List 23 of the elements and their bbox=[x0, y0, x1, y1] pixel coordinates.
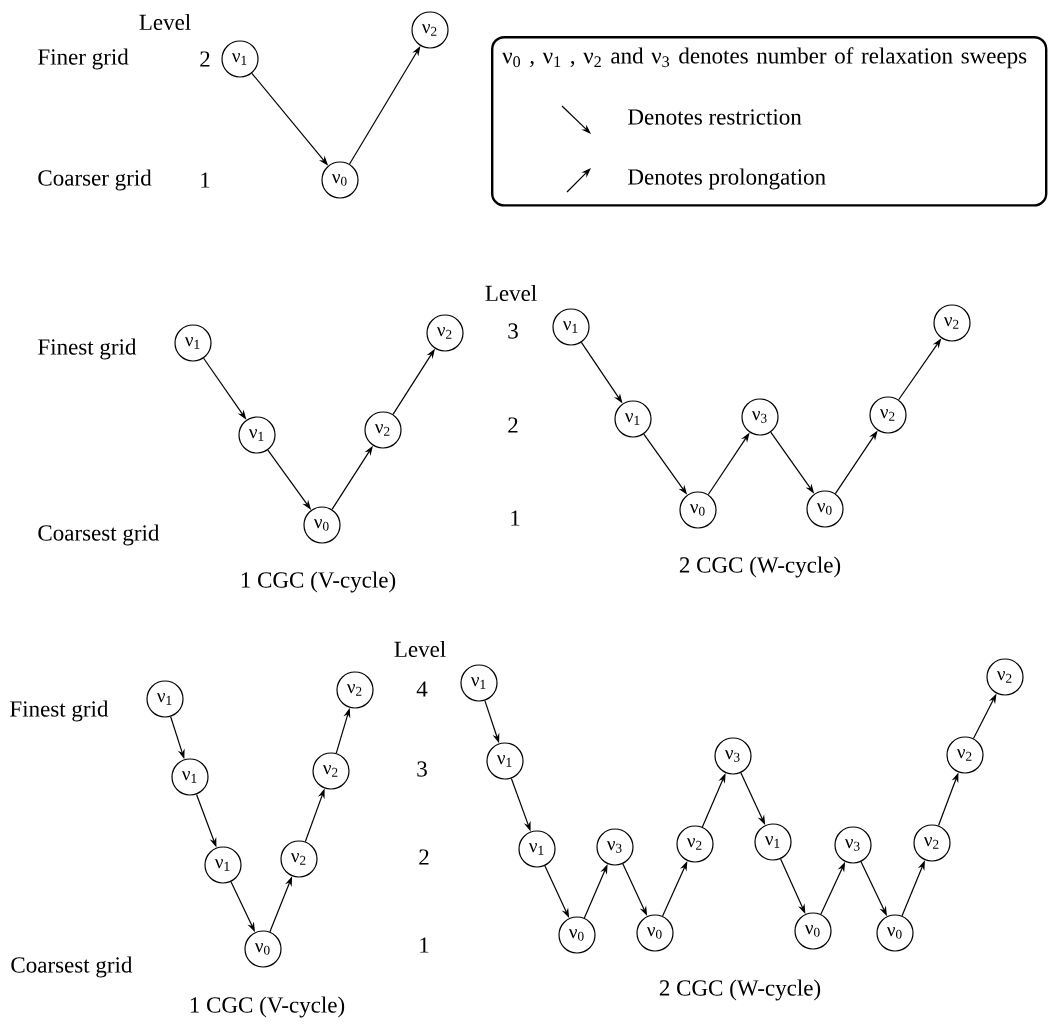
level-label: 2 bbox=[508, 417, 518, 433]
level-label: Finest grid bbox=[38, 338, 137, 360]
level-label: Level bbox=[139, 13, 191, 31]
level-label: Finer grid bbox=[38, 48, 129, 70]
level-label: 1 CGC (V-cycle) bbox=[241, 571, 396, 593]
level-label: 2 bbox=[419, 849, 429, 865]
level-label: 3 bbox=[508, 323, 518, 339]
level-label: Finest grid bbox=[10, 700, 109, 722]
level-label: Level bbox=[394, 640, 446, 658]
legend-text: Denotes prolongation bbox=[628, 168, 826, 190]
level-label: Coarsest grid bbox=[38, 524, 160, 546]
level-label: 2 CGC (W-cycle) bbox=[659, 979, 821, 1001]
level-label: Coarsest grid bbox=[11, 956, 133, 978]
level-label: 3 bbox=[417, 761, 427, 777]
level-label: 1 bbox=[511, 510, 520, 526]
legend-text: Denotes restriction bbox=[628, 109, 802, 125]
level-label: 2 CGC (W-cycle) bbox=[679, 556, 841, 578]
level-label: 4 bbox=[416, 681, 428, 697]
level-label: 1 bbox=[420, 937, 429, 953]
level-label: 1 CGC (V-cycle) bbox=[190, 996, 345, 1018]
level-label: 1 bbox=[201, 172, 210, 188]
level-label: Level bbox=[485, 284, 537, 302]
level-label: Coarser grid bbox=[38, 169, 152, 191]
